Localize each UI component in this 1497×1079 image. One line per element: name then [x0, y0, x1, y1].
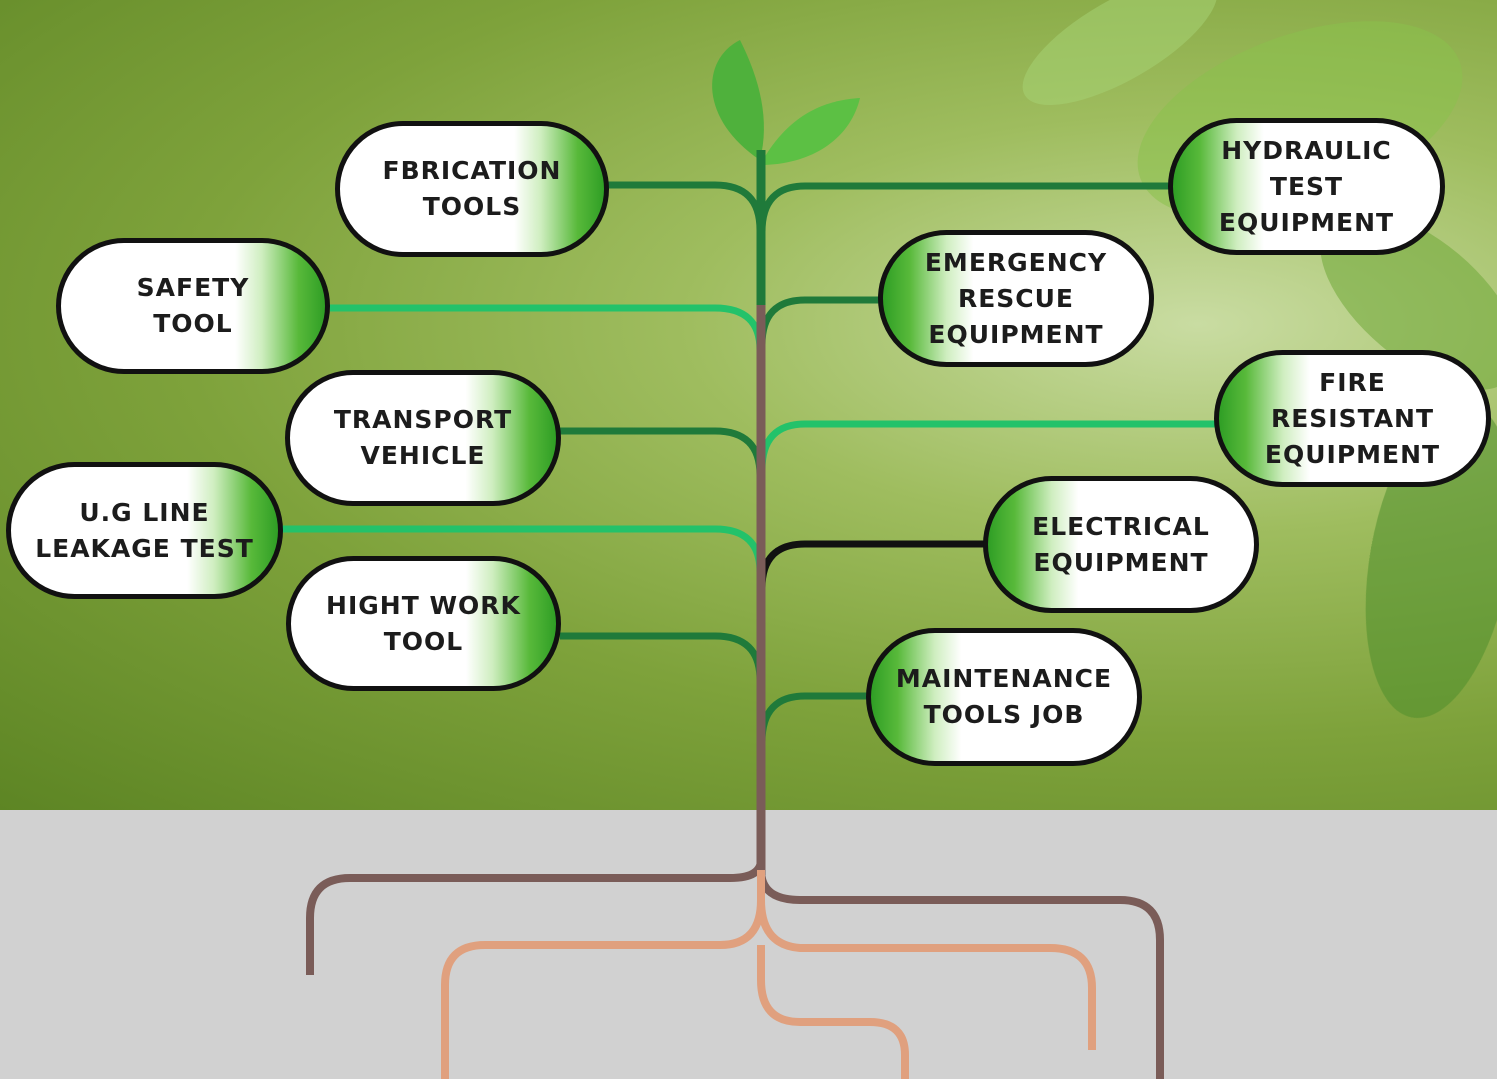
- branch-fabrication: [608, 181, 764, 231]
- node-safety-label: SAFETY TOOL: [136, 273, 250, 338]
- node-ug-line-leakage-test: U.G LINE LEAKAGE TEST: [6, 462, 283, 599]
- node-transport-label: TRANSPORT VEHICLE: [333, 405, 513, 470]
- branch-electrical: [758, 540, 985, 589]
- node-emergency-label: EMERGENCY RESCUE EQUIPMENT: [924, 247, 1108, 349]
- sprout-icon: [712, 40, 860, 165]
- node-hydraulic-label: HYDRAULIC TEST EQUIPMENT: [1218, 135, 1395, 237]
- node-maintenance-label: MAINTENANCE TOOLS JOB: [895, 664, 1113, 729]
- node-fabrication-label: FBRICATION TOOLS: [382, 156, 562, 221]
- node-hydraulic-test-equipment: HYDRAULIC TEST EQUIPMENT: [1168, 118, 1445, 255]
- node-fire-label: FIRE RESISTANT EQUIPMENT: [1264, 367, 1441, 469]
- node-transport-vehicle: TRANSPORT VEHICLE: [285, 370, 561, 506]
- node-fabrication-tools: FBRICATION TOOLS: [335, 121, 609, 257]
- node-electrical-equipment: ELECTRICAL EQUIPMENT: [983, 476, 1259, 613]
- branch-hight-work: [560, 632, 764, 681]
- branch-emergency: [758, 296, 880, 346]
- node-electrical-label: ELECTRICAL EQUIPMENT: [1032, 511, 1210, 577]
- node-hight-work-label: HIGHT WORK TOOL: [326, 590, 521, 656]
- node-fire-resistant-equipment: FIRE RESISTANT EQUIPMENT: [1214, 350, 1491, 487]
- node-hight-work-tool: HIGHT WORK TOOL: [286, 556, 561, 691]
- branch-transport: [560, 427, 764, 476]
- node-safety-tool: SAFETY TOOL: [56, 238, 330, 374]
- roots: [306, 859, 1164, 1079]
- ground-area: [0, 810, 1497, 1079]
- branch-maintenance: [758, 692, 868, 743]
- node-emergency-rescue-equipment: EMERGENCY RESCUE EQUIPMENT: [878, 230, 1154, 367]
- node-maintenance-tools-job: MAINTENANCE TOOLS JOB: [866, 628, 1142, 766]
- branch-fire: [758, 420, 1217, 471]
- node-ug-line-label: U.G LINE LEAKAGE TEST: [35, 497, 254, 563]
- branch-safety: [330, 304, 764, 351]
- branch-hydraulic: [758, 182, 1170, 233]
